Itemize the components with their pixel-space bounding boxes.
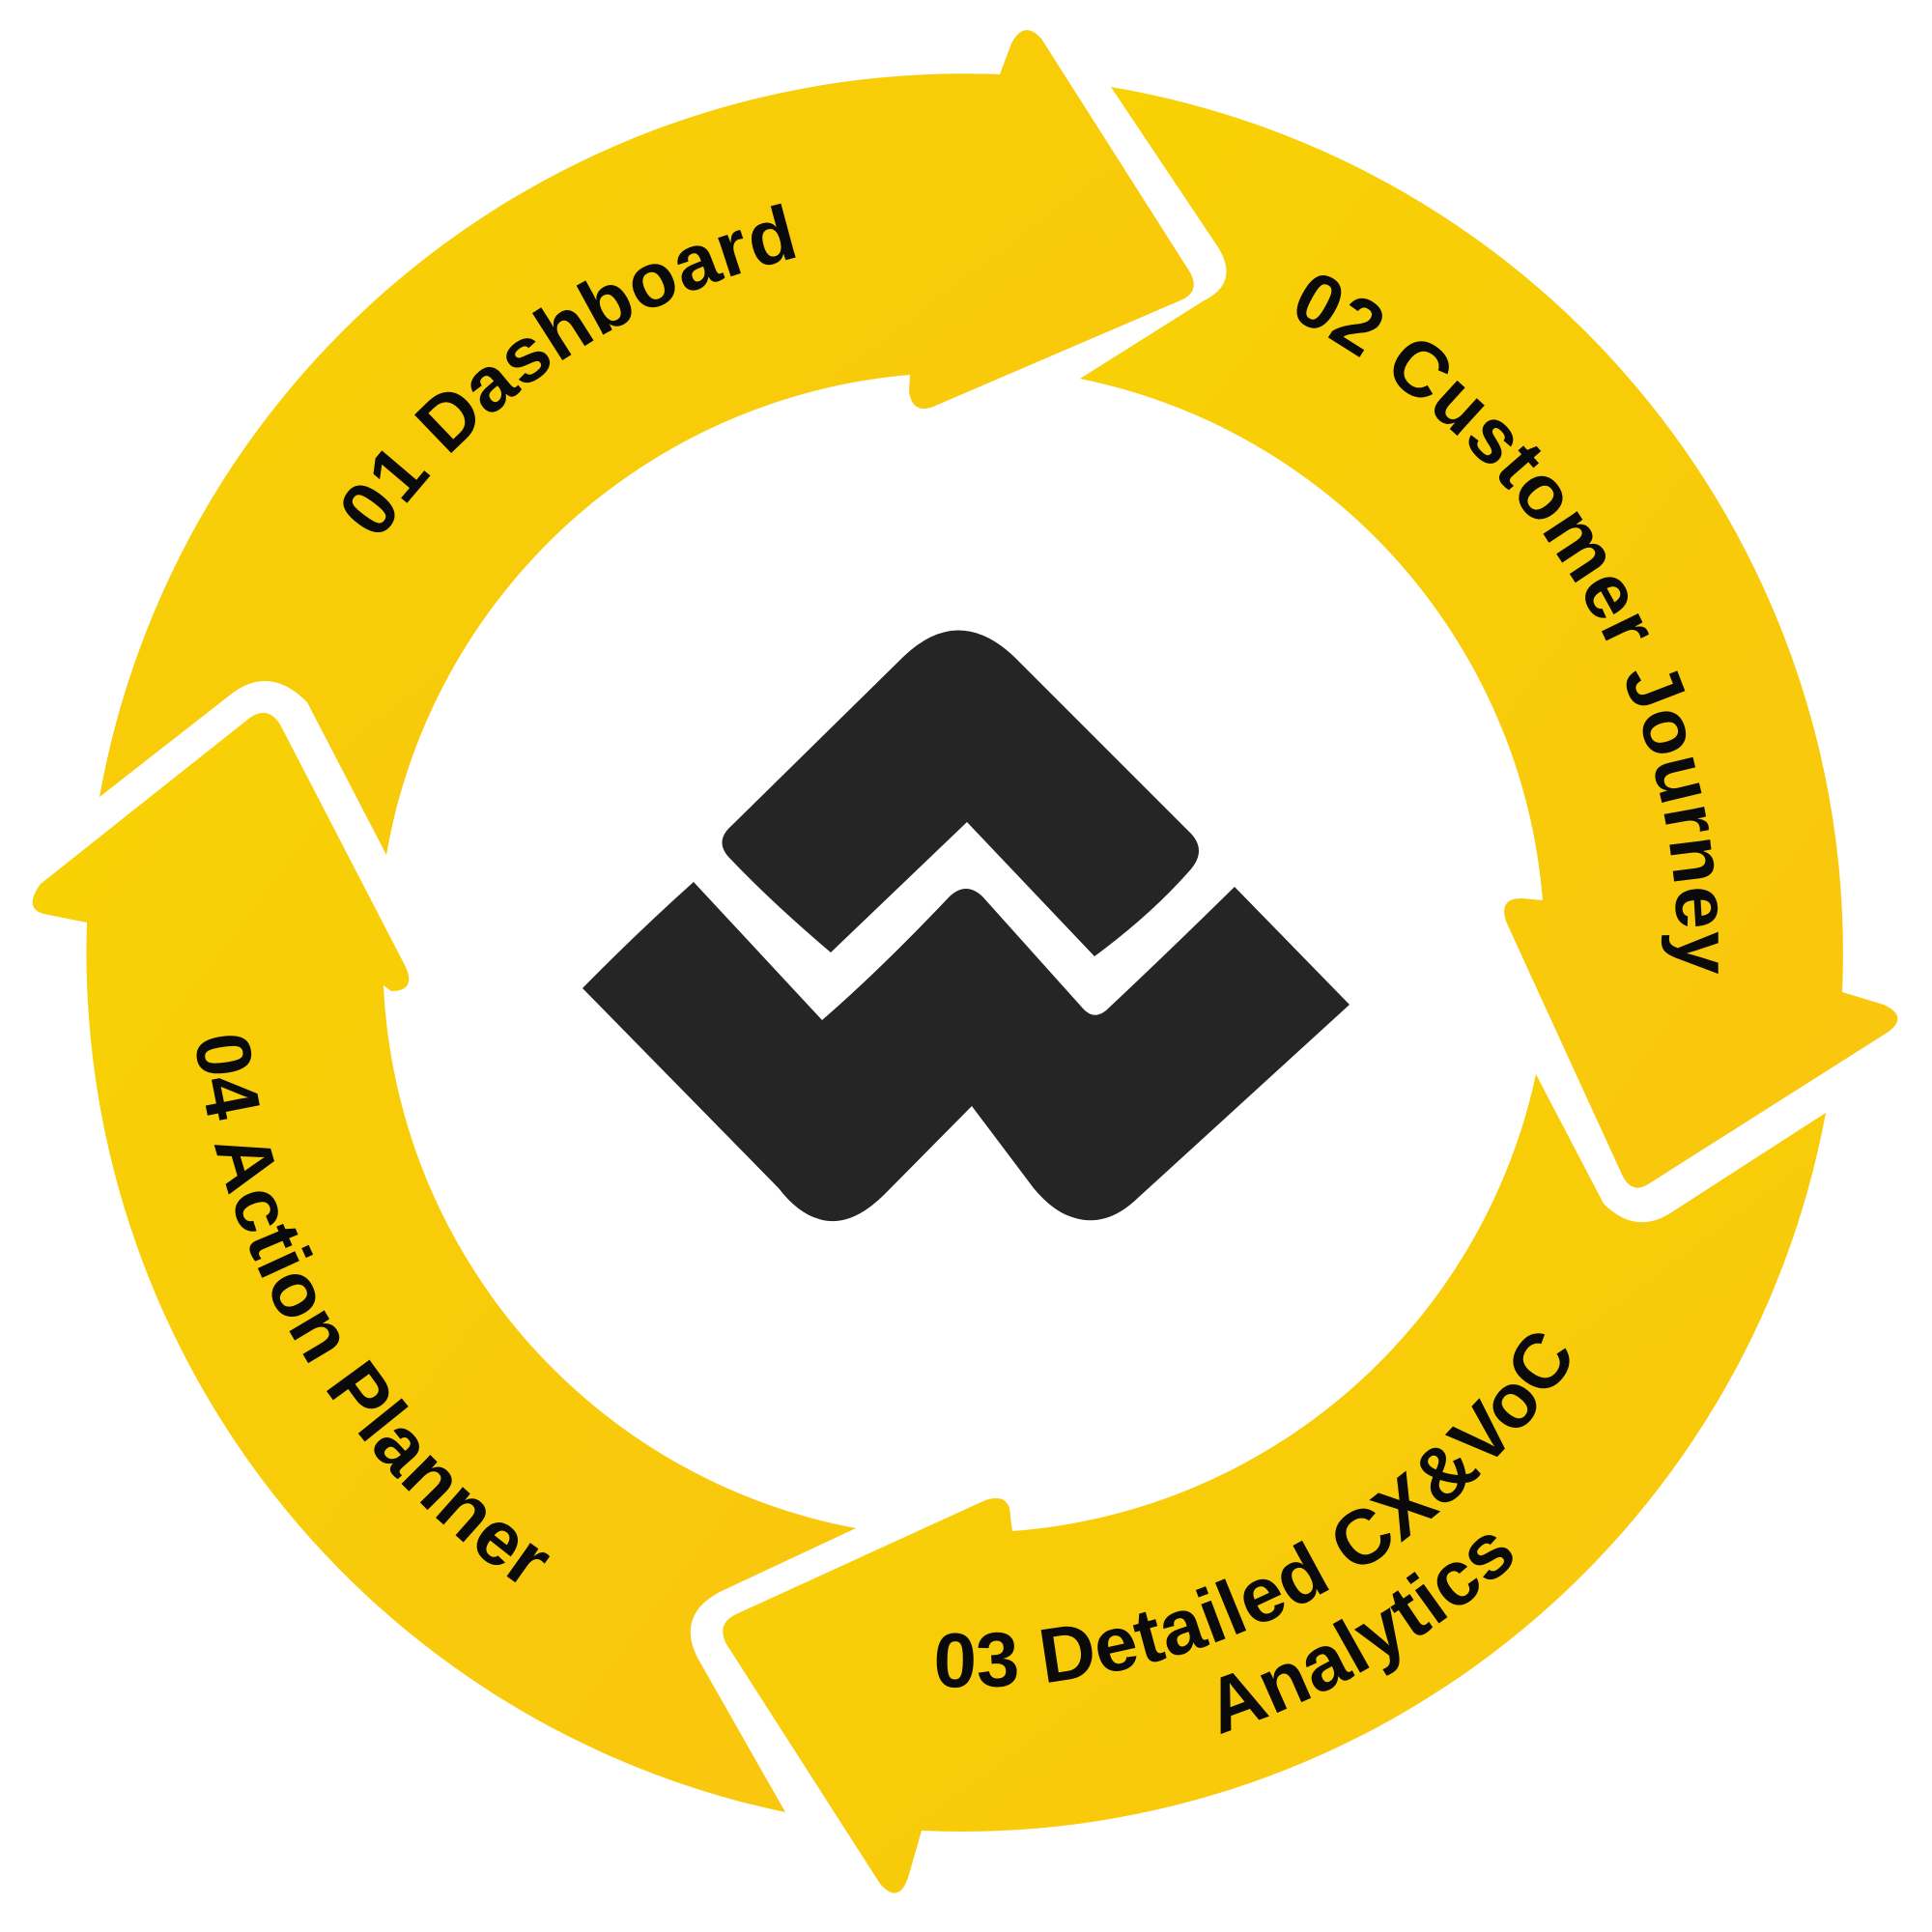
step-03-arrow: 03 Detailed CX&VoC Analytics	[723, 1074, 1826, 1893]
center-logo-icon	[582, 630, 1350, 1222]
step-04-arrow: 04 Action Planner	[32, 712, 856, 1812]
logo-bottom-w	[582, 882, 1350, 1222]
logo-top-chevron	[722, 630, 1199, 956]
arrow-segment-03	[723, 1074, 1826, 1893]
arrow-segment-01	[99, 30, 1194, 856]
arrow-segment-02	[1080, 87, 1898, 1188]
arrow-segment-04	[32, 712, 856, 1812]
